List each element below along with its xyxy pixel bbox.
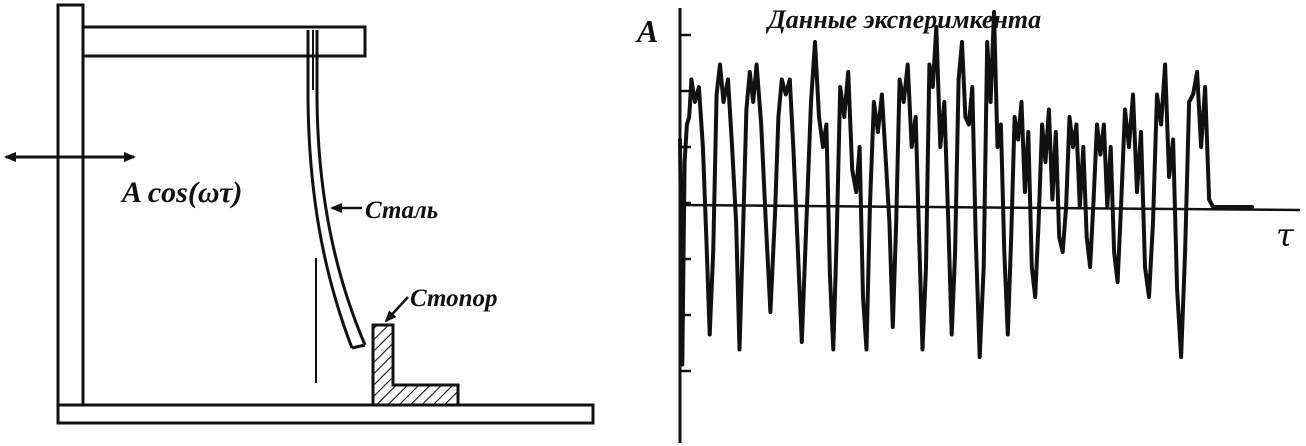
stopper-leader-arrow [384,296,409,323]
base-plate [56,403,595,425]
chart-title: Данные эксперимкента [766,5,1041,34]
stopper-label: Стопор [410,285,498,312]
steel-beam-outer [306,30,354,349]
experimental-data-plot: Данные эксперимкента A τ [635,5,1301,443]
stopper-block [371,323,460,407]
steel-beam-inner [315,30,367,346]
signal-trace [678,10,1254,367]
steel-beam-tip [351,343,366,350]
apparatus-diagram: A cos(ωτ) Сталь Стопор [4,3,595,425]
y-axis-label: A [635,13,658,49]
drive-label: A cos(ωτ) [120,176,242,209]
vertical-frame-post [56,3,85,407]
x-axis-line [679,203,1301,212]
x-axis-label: τ [1276,216,1295,254]
steel-label: Сталь [365,197,438,224]
top-crossbar [81,25,367,58]
